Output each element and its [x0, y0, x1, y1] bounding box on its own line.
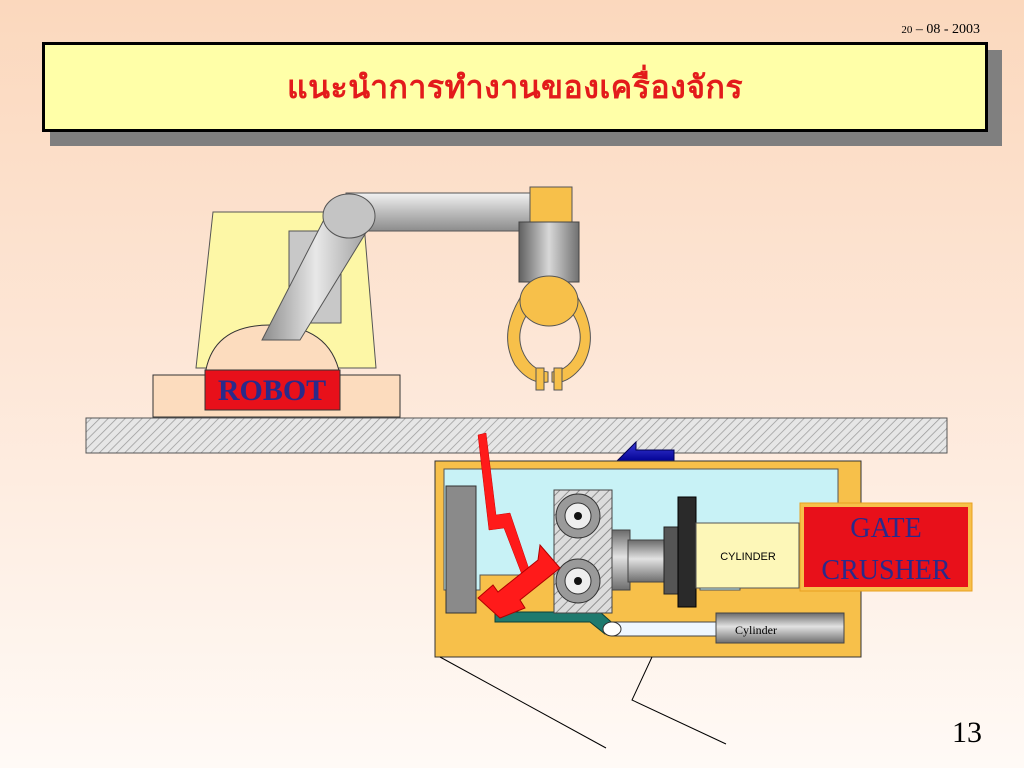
anvil-plate — [445, 485, 477, 614]
lower-roller — [555, 558, 601, 604]
piston-rod — [627, 539, 667, 583]
robot-label-box — [204, 369, 341, 411]
date-day: 20 — [901, 24, 913, 36]
slide-number: 13 — [952, 716, 982, 749]
callout-line-right — [631, 656, 727, 745]
robot-wrist — [529, 186, 573, 225]
main-cylinder — [695, 522, 800, 589]
small-cylinder — [715, 612, 845, 644]
gripper-finger-right — [553, 367, 563, 391]
piston-neck — [611, 529, 631, 591]
gripper-finger-left — [535, 367, 545, 391]
main-cylinder-label: CYLINDER — [720, 551, 776, 563]
title-box: แนะนำการทำงานของเครื่องจักร — [42, 42, 988, 132]
robot-label: ROBOT — [218, 374, 326, 407]
date-month-year: – 08 - 2003 — [912, 22, 980, 37]
robot-upper-arm — [345, 192, 533, 232]
gate-label-box — [804, 507, 968, 587]
slide-date: 20 – 08 - 2003 — [901, 22, 980, 38]
gripper-left-jaw — [507, 297, 549, 383]
cylinder-end-plate — [677, 496, 697, 608]
small-cylinder-label: Cylinder — [735, 623, 777, 637]
callout-line-left — [439, 656, 607, 749]
small-cylinder-rod — [611, 621, 723, 637]
gripper-right-jaw — [551, 297, 591, 383]
conveyor-floor — [85, 417, 948, 454]
upper-roller — [555, 493, 601, 539]
small-cylinder-pivot — [602, 621, 622, 637]
gate-label-line2: CRUSHER — [821, 555, 950, 586]
slide-title: แนะนำการทำงานของเครื่องจักร — [287, 67, 743, 106]
gripper-hub — [519, 275, 579, 327]
robot-shoulder-joint — [322, 193, 376, 239]
red-pusher — [477, 543, 561, 619]
gate-label-line1: GATE — [850, 513, 922, 544]
robot-wrist-cylinder — [518, 221, 580, 283]
